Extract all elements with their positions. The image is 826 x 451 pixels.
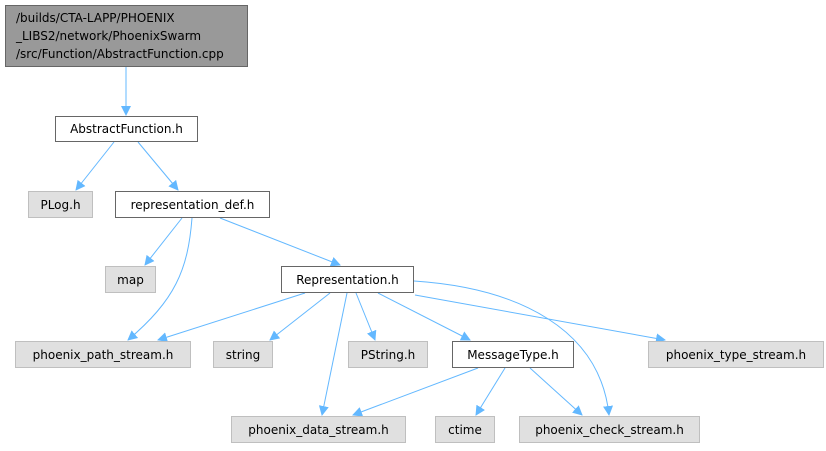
- edge-representation-to-messagetype: [377, 292, 471, 341]
- node-ctime: ctime: [435, 416, 495, 443]
- node-phoenix-data-stream-h: phoenix_data_stream.h: [231, 416, 406, 443]
- node-plog-h: PLog.h: [28, 191, 93, 218]
- edge-representationdef-to-map: [144, 217, 183, 266]
- node-phoenix-path-stream-h: phoenix_path_stream.h: [15, 341, 191, 368]
- node-phoenix-type-stream-h: phoenix_type_stream.h: [648, 341, 824, 368]
- edge-representation-to-pstring: [355, 292, 377, 341]
- node-phoenix-check-stream-h: phoenix_check_stream.h: [519, 416, 700, 443]
- edge-messagetype-to-datastream: [352, 367, 479, 417]
- edge-representationdef-to-representation: [219, 217, 341, 267]
- node-root-file: /builds/CTA-LAPP/PHOENIX _LIBS2/network/…: [5, 5, 248, 67]
- node-map: map: [105, 266, 156, 293]
- node-messagetype-h[interactable]: MessageType.h: [452, 341, 574, 368]
- node-representation-def-h[interactable]: representation_def.h: [115, 191, 270, 218]
- root-line: /src/Function/AbstractFunction.cpp: [16, 47, 224, 61]
- edge-representation-to-string: [269, 292, 331, 341]
- edge-representation-to-datastream: [318, 292, 348, 416]
- edge-representation-to-pathstream: [157, 292, 306, 343]
- edge-messagetype-to-checkstream: [529, 367, 583, 416]
- edge-messagetype-to-ctime: [475, 367, 506, 416]
- root-line: _LIBS2/network/PhoenixSwarm: [16, 29, 202, 43]
- edge-representation-to-checkstream: [413, 280, 614, 416]
- edge-representationdef-to-pathstream: [127, 217, 193, 341]
- node-representation-h[interactable]: Representation.h: [281, 266, 414, 293]
- edge-abstractfunction-to-representationdef: [137, 141, 179, 191]
- edge-abstractfunction-to-plog: [75, 141, 115, 191]
- node-string: string: [213, 341, 273, 368]
- node-pstring-h: PString.h: [348, 341, 428, 368]
- node-abstractfunction-h[interactable]: AbstractFunction.h: [55, 116, 198, 142]
- edge-representation-to-typestream: [414, 294, 666, 344]
- root-line: /builds/CTA-LAPP/PHOENIX: [16, 11, 175, 25]
